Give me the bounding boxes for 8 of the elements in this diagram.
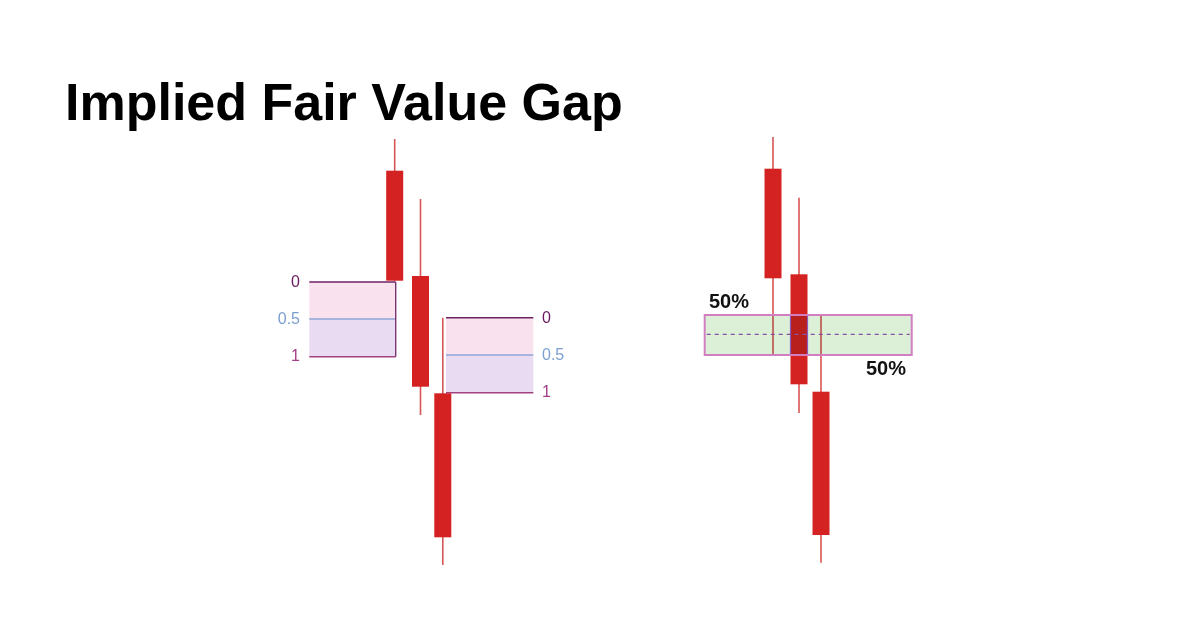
level-label: 1 — [542, 382, 551, 402]
level-label: 0 — [542, 308, 551, 328]
level-label: 0 — [291, 272, 300, 292]
level-label: 0.5 — [277, 309, 300, 329]
percent-label: 50% — [709, 291, 750, 311]
level-label: 1 — [291, 346, 300, 366]
percent-label: 50% — [866, 358, 907, 378]
level-label: 0.5 — [542, 345, 565, 365]
